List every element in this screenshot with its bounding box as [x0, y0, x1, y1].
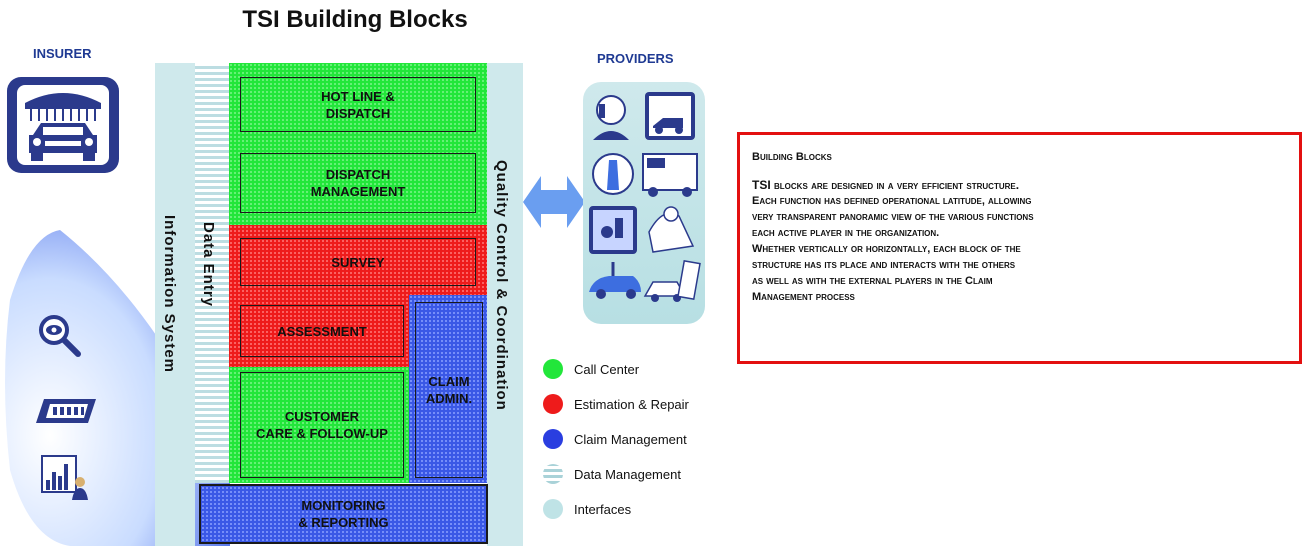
page-title: TSI Building Blocks: [242, 6, 468, 33]
legend-item-interfaces: Interfaces: [543, 497, 689, 521]
description-line: each active player in the organization.: [752, 227, 940, 239]
claim-admin-block: CLAIM ADMIN.: [415, 302, 483, 478]
data-entry-label: Data Entry: [200, 222, 217, 308]
description-line: Each function has defined operational la…: [752, 195, 1032, 207]
monitoring-reporting-block: MONITORING & REPORTING: [199, 484, 488, 544]
description-line: Management process: [752, 291, 855, 303]
legend-label: Interfaces: [574, 501, 632, 517]
legend: Call Center Estimation & Repair Claim Ma…: [543, 357, 689, 532]
description-line: structure has its place and interacts wi…: [752, 259, 1016, 271]
legend-swatch: [543, 429, 563, 449]
hotline-dispatch-block: HOT LINE & DISPATCH: [240, 77, 476, 132]
legend-swatch: [543, 499, 563, 519]
double-arrow-icon: [523, 172, 585, 232]
assessment-block: ASSESSMENT: [240, 305, 404, 357]
legend-label: Claim Management: [574, 431, 687, 447]
car-wash-icon: [5, 75, 121, 175]
chart-analyst-icon: [40, 452, 90, 502]
providers-label: PROVIDERS: [597, 51, 674, 66]
customer-care-block: CUSTOMER CARE & FOLLOW-UP: [240, 372, 404, 478]
legend-label: Data Management: [574, 466, 681, 482]
legend-swatch: [543, 394, 563, 414]
keyboard-icon: [34, 393, 98, 429]
description-heading: Building Blocks: [752, 151, 832, 163]
description-line: very transparent panoramic view of the v…: [752, 211, 1034, 223]
insurer-label: INSURER: [33, 46, 92, 61]
quality-control-label: Quality Control & Coordination: [493, 160, 510, 411]
data-entry-column: [195, 63, 229, 483]
information-system-column: [155, 63, 195, 546]
dispatch-management-block: DISPATCH MANAGEMENT: [240, 153, 476, 213]
description-box: Building Blocks TSI blocks are designed …: [737, 132, 1302, 364]
providers-panel: [583, 82, 705, 324]
legend-swatch: [543, 464, 563, 484]
legend-swatch: [543, 359, 563, 379]
quality-control-column: [487, 63, 523, 546]
description-line: TSI blocks are designed in a very effici…: [752, 178, 1020, 192]
phone-operator-icon: [593, 95, 629, 140]
legend-item-claim-management: Claim Management: [543, 427, 689, 451]
survey-block: SURVEY: [240, 238, 476, 286]
information-system-label: Information System: [161, 215, 178, 374]
description-line: Whether vertically or horizontally, each…: [752, 243, 1021, 255]
legend-item-data-management: Data Management: [543, 462, 689, 486]
legend-item-call-center: Call Center: [543, 357, 689, 381]
legend-label: Call Center: [574, 361, 640, 377]
description-line: as well as with the external players in …: [752, 275, 993, 287]
magnifier-eye-icon: [34, 312, 84, 358]
legend-item-estimation-repair: Estimation & Repair: [543, 392, 689, 416]
legend-label: Estimation & Repair: [574, 396, 689, 412]
